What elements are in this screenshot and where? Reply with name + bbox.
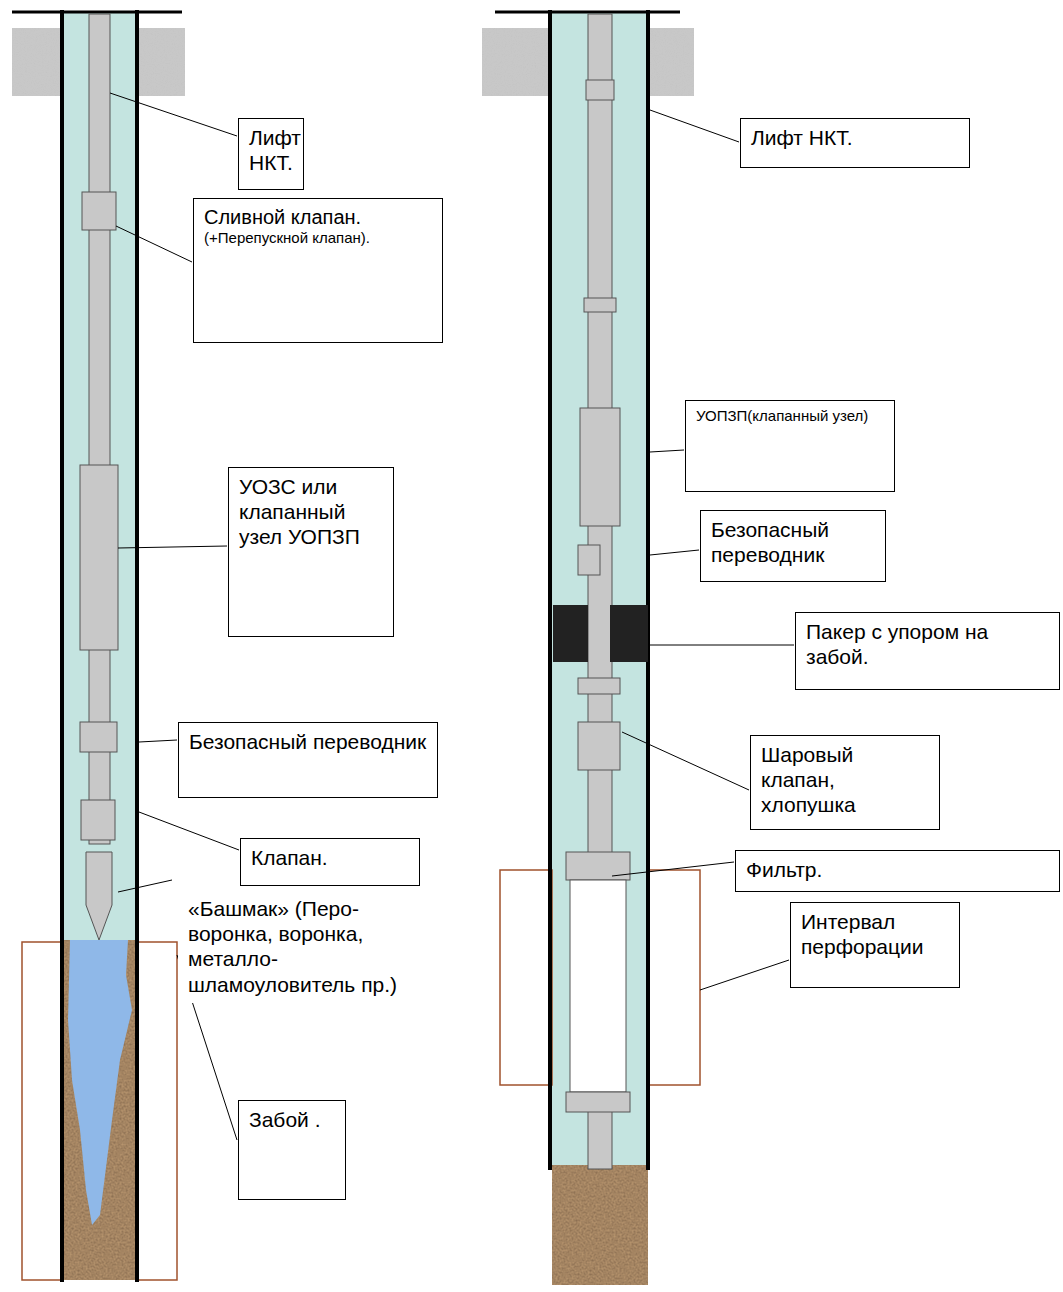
callout-box: Лифт НКТ. <box>238 118 304 190</box>
callout-text: Лифт НКТ. <box>249 125 293 175</box>
callout-text: Безопасный переводник <box>189 729 427 754</box>
callout-text: УОПЗП(клапанный узел) <box>696 407 884 425</box>
callout-box: «Башмак» (Перо-воронка, воронка, металло… <box>178 890 448 1003</box>
callout-box: Шаровый клапан, хлопушка <box>750 735 940 830</box>
callout-text: Сливной клапан. <box>204 205 432 229</box>
callout-text: (+Перепускной клапан). <box>204 229 432 247</box>
callout-text: Клапан. <box>251 845 409 870</box>
callout-box: Забой . <box>238 1100 346 1200</box>
callout-box: Интервал перфорации <box>790 902 960 988</box>
callout-text: Забой . <box>249 1107 335 1132</box>
callout-box: Безопасный переводник <box>178 722 438 798</box>
callout-box: Фильтр. <box>735 850 1060 892</box>
callout-text: Фильтр. <box>746 857 1049 882</box>
callout-text: «Башмак» (Перо-воронка, воронка, металло… <box>188 896 438 997</box>
callout-box: Безопасный переводник <box>700 510 886 582</box>
callout-box: Клапан. <box>240 838 420 886</box>
callout-text: Пакер с упором на забой. <box>806 619 1049 669</box>
callout-box: Лифт НКТ. <box>740 118 970 168</box>
callout-box: УОПЗП(клапанный узел) <box>685 400 895 492</box>
callout-box: УОЗС или клапанный узел УОПЗП <box>228 467 394 637</box>
callout-text: УОЗС или клапанный узел УОПЗП <box>239 474 383 550</box>
callout-text: Безопасный переводник <box>711 517 875 567</box>
callout-box: Пакер с упором на забой. <box>795 612 1060 690</box>
callout-box: Сливной клапан.(+Перепускной клапан). <box>193 198 443 343</box>
callout-text: Лифт НКТ. <box>751 125 959 150</box>
callout-text: Интервал перфорации <box>801 909 949 959</box>
callout-text: Шаровый клапан, хлопушка <box>761 742 929 818</box>
right-well <box>482 10 794 1285</box>
